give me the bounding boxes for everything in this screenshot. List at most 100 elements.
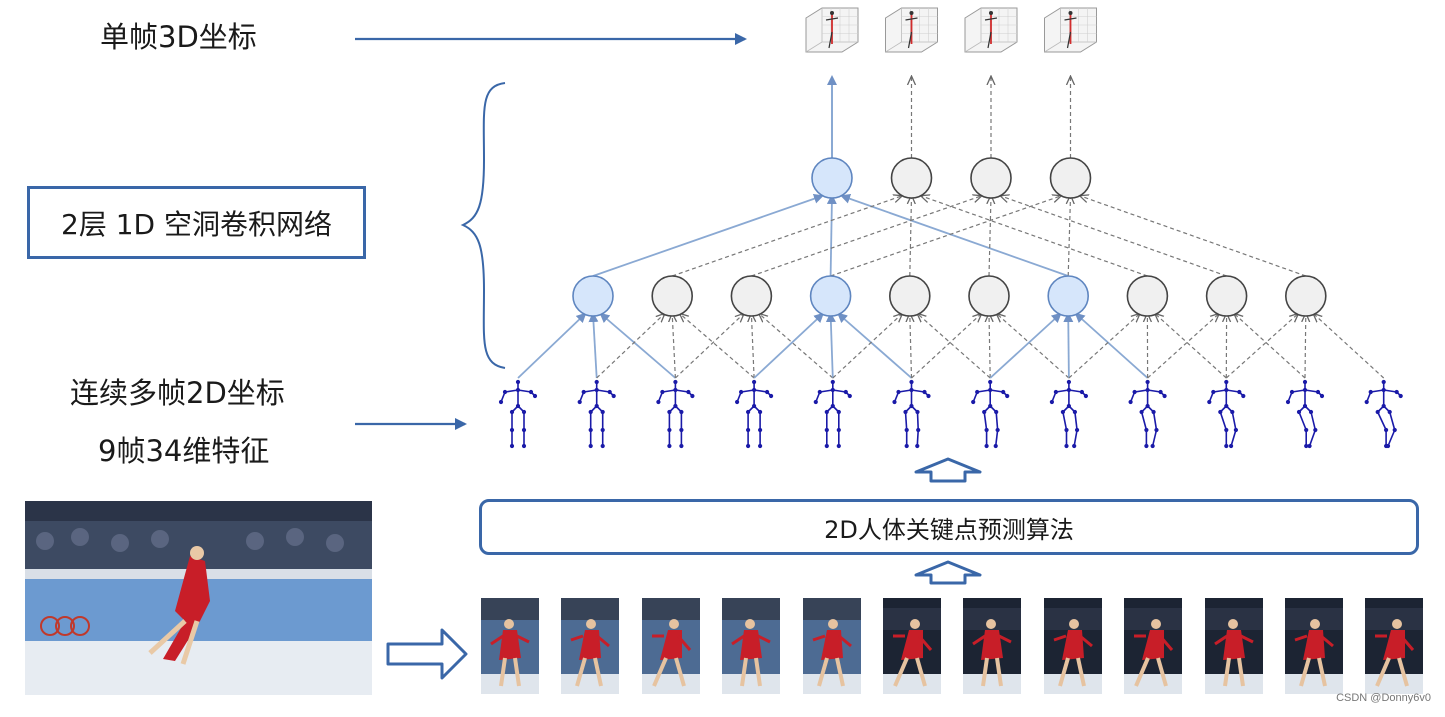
skeleton-joint	[739, 389, 744, 395]
skeleton-bone	[1291, 389, 1306, 393]
layer1-node	[651, 275, 694, 317]
skeleton-joint	[1158, 389, 1163, 395]
skeleton-joint	[515, 403, 521, 409]
skeleton-joint	[1139, 409, 1144, 415]
skeleton-joint	[758, 427, 763, 433]
skeleton-joint	[982, 409, 987, 415]
skeleton-icon	[1364, 379, 1403, 449]
skeleton-joint	[1387, 409, 1392, 415]
layer2-node	[890, 157, 933, 199]
layer2-node	[811, 157, 853, 199]
skeleton-joint	[673, 379, 678, 385]
skeleton-bone	[916, 411, 920, 431]
skeleton-joint	[892, 399, 897, 405]
skeleton-bone	[1062, 411, 1068, 431]
skeleton-joint	[1072, 409, 1077, 415]
hidden-edge	[1068, 196, 1070, 277]
skater-image	[1285, 598, 1343, 694]
skeleton-icon	[971, 379, 1010, 449]
skater-image	[1124, 598, 1183, 694]
input-edge	[672, 314, 675, 379]
skeleton-icon	[813, 379, 852, 449]
skeleton-joint	[836, 409, 841, 415]
skeleton-bone	[904, 411, 908, 431]
skater-image	[641, 598, 700, 694]
skeleton-bone	[596, 389, 610, 393]
skeleton-joint	[824, 427, 829, 433]
layer1-node	[730, 275, 773, 317]
skater-image	[722, 598, 781, 694]
skeleton-bone	[911, 389, 925, 393]
skeleton-bone	[819, 389, 833, 393]
skeleton-bone	[1387, 429, 1396, 447]
skeleton-joint	[995, 427, 1000, 433]
skeleton-joint	[673, 387, 678, 393]
skeleton-joint	[1145, 403, 1150, 409]
skeleton-joint	[1066, 379, 1071, 385]
skeleton-joint	[588, 409, 593, 415]
skeleton-icon	[1207, 379, 1246, 449]
skater-image	[802, 598, 861, 694]
skeleton-joint	[909, 379, 914, 385]
skeleton-joint	[1398, 393, 1403, 399]
skeleton-joint	[1128, 399, 1133, 405]
frame-thumbnail	[1043, 598, 1102, 694]
skeleton-joint	[1381, 403, 1386, 409]
skeleton-joint	[679, 427, 684, 433]
skeleton-joint	[588, 443, 593, 449]
skater-image	[561, 598, 620, 694]
skeleton-joint	[1229, 443, 1234, 449]
skater-image	[481, 598, 539, 694]
input-edge	[837, 312, 913, 379]
pose-3d-icon	[1044, 7, 1097, 53]
skeleton-bone	[1073, 429, 1078, 447]
skeleton-bone	[1152, 411, 1158, 431]
skeleton-joint	[993, 443, 998, 449]
skeleton-joint	[1394, 389, 1399, 395]
frame-thumbnail	[1124, 598, 1183, 694]
skeleton-joint	[752, 379, 757, 385]
skeleton-joint	[600, 443, 605, 449]
curly-brace-icon	[460, 82, 506, 369]
skeleton-joint	[758, 409, 763, 415]
skeleton-joint	[1368, 389, 1373, 395]
skeleton-joint	[1218, 409, 1223, 415]
layer2-node	[1049, 157, 1092, 199]
skater-image	[25, 501, 372, 695]
skeleton-joint	[607, 389, 612, 395]
skeleton-joint	[521, 427, 527, 433]
hidden-edge	[840, 193, 1069, 277]
skeleton-icon	[498, 379, 538, 449]
input-edge	[910, 314, 912, 379]
skeleton-bone	[662, 389, 676, 393]
skeleton-joint	[735, 399, 740, 405]
skeleton-joint	[1145, 379, 1150, 385]
skeleton-icon	[577, 379, 616, 449]
skeleton-joint	[690, 393, 695, 399]
skeleton-joint	[1385, 443, 1391, 449]
skeleton-joint	[521, 443, 527, 449]
hidden-edge	[592, 193, 824, 277]
skeleton-icon	[1049, 379, 1088, 449]
layer1-node	[809, 275, 852, 317]
skeleton-bone	[1308, 429, 1317, 447]
skeleton-joint	[971, 399, 976, 405]
skeleton-joint	[1224, 379, 1229, 385]
skeleton-icon	[1285, 379, 1325, 449]
input-edge	[680, 314, 755, 379]
skeleton-bone	[1055, 389, 1070, 393]
skeleton-bone	[916, 429, 920, 447]
skeleton-joint	[1207, 399, 1212, 405]
skeleton-joint	[656, 399, 661, 405]
frame-thumbnail	[883, 598, 941, 694]
skeleton-joint	[1132, 389, 1137, 395]
skeleton-bone	[1213, 389, 1227, 393]
layer1-node	[968, 275, 1010, 317]
skeleton-bone	[504, 389, 519, 393]
skeleton-joint	[509, 409, 515, 415]
skeleton-joint	[904, 443, 909, 449]
skeleton-bone	[740, 389, 755, 393]
skeleton-joint	[502, 389, 508, 395]
input-edge	[989, 314, 990, 379]
skeleton-joint	[830, 387, 835, 393]
